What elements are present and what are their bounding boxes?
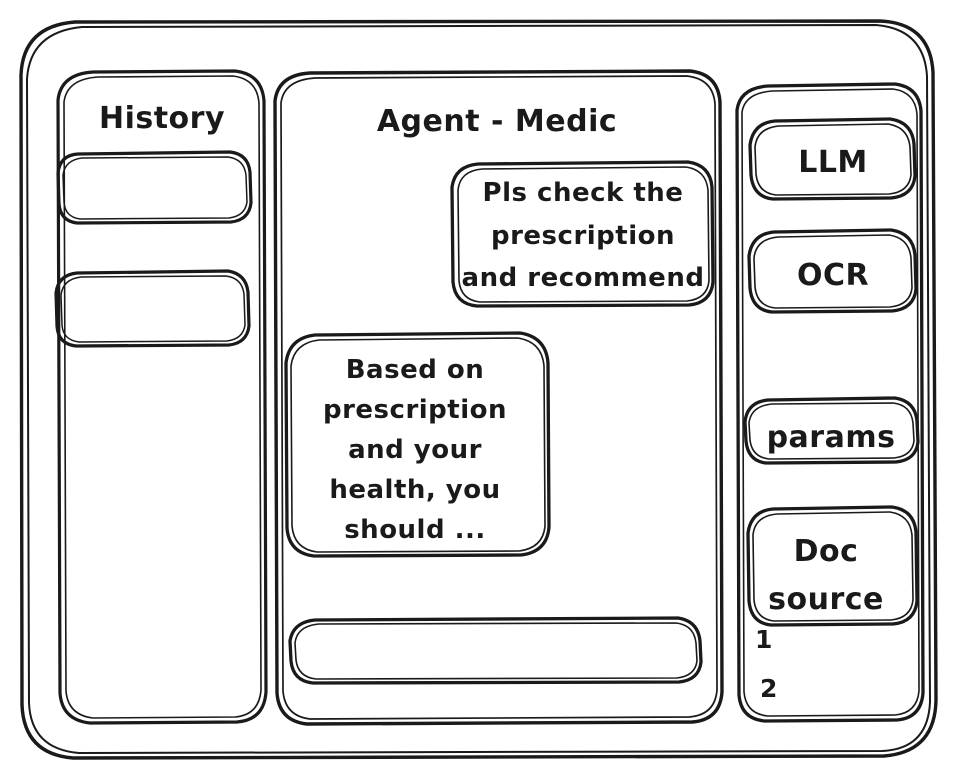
message-bubble-assistant bbox=[284, 331, 551, 558]
tools-panel bbox=[735, 82, 925, 723]
main-panel-title: Agent - Medic bbox=[377, 104, 617, 139]
tool-doc-source[interactable]: Doc source bbox=[746, 505, 919, 627]
doc-source-list-item-1[interactable]: 1 bbox=[755, 625, 773, 654]
svg-text:prescription: prescription bbox=[491, 221, 675, 251]
history-item-1[interactable] bbox=[56, 150, 253, 225]
svg-text:and your: and your bbox=[348, 435, 482, 465]
svg-text:prescription: prescription bbox=[323, 395, 507, 425]
svg-text:should ...: should ... bbox=[344, 515, 486, 545]
svg-text:Based on: Based on bbox=[346, 355, 485, 385]
history-panel-title: History bbox=[99, 101, 225, 136]
tool-params[interactable]: params bbox=[743, 396, 920, 465]
history-item-2[interactable] bbox=[54, 269, 251, 348]
tool-doc-source-label-line1: Doc bbox=[794, 534, 859, 569]
main-agent-panel bbox=[273, 69, 724, 726]
svg-text:and recommend: and recommend bbox=[462, 263, 705, 293]
message-input[interactable] bbox=[288, 616, 703, 685]
tool-doc-source-label-line2: source bbox=[768, 582, 884, 617]
svg-text:health, you: health, you bbox=[329, 475, 500, 505]
tool-ocr-label: OCR bbox=[797, 258, 869, 293]
message-bubble-user-text: Pls check the prescription and recommend bbox=[462, 178, 705, 293]
doc-source-list-item-2[interactable]: 2 bbox=[760, 674, 778, 703]
tool-llm-label: LLM bbox=[798, 145, 868, 180]
app-window-frame bbox=[19, 19, 938, 760]
history-panel bbox=[56, 69, 268, 725]
tool-params-label: params bbox=[767, 420, 896, 455]
tool-llm[interactable]: LLM bbox=[748, 117, 917, 201]
message-bubble-assistant-text: Based on prescription and your health, y… bbox=[323, 355, 507, 545]
message-bubble-user bbox=[450, 160, 715, 308]
tool-ocr[interactable]: OCR bbox=[747, 228, 918, 314]
svg-text:Pls check the: Pls check the bbox=[483, 178, 684, 208]
